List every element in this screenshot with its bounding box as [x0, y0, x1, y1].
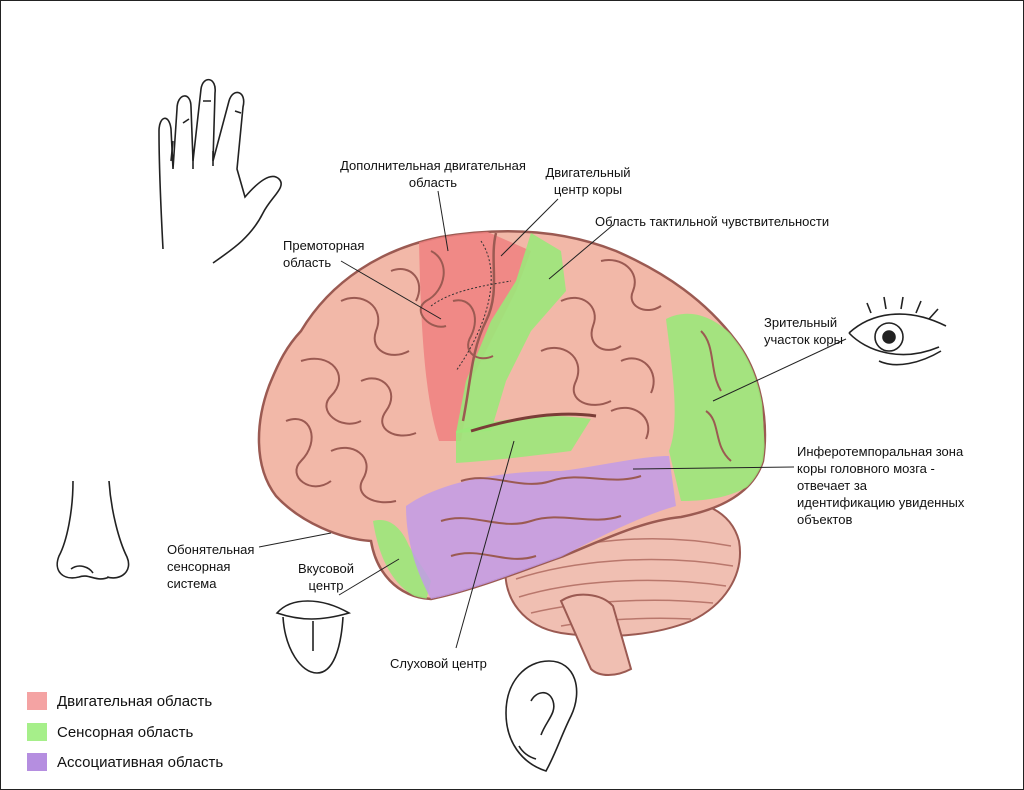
association-area: [406, 456, 676, 599]
ear-icon: [505, 660, 578, 772]
legend-swatch-sensory: [27, 723, 47, 741]
hand-icon: [158, 78, 282, 264]
somatosensory-area: [456, 233, 566, 433]
auditory-area: [456, 416, 591, 463]
cerebral-cortex: [257, 229, 767, 601]
label-taste: Вкусовой центр: [298, 561, 354, 593]
label-auditory: Слуховой центр: [390, 656, 487, 671]
nose-icon: [56, 480, 130, 580]
legend-swatch-association: [27, 753, 47, 771]
label-supplementary-motor: Дополнительная двигательная область: [340, 158, 526, 190]
taste-area: [373, 520, 431, 600]
eye-icon: [848, 296, 947, 366]
legend-label-motor: Двигательная область: [57, 692, 213, 710]
legend-swatch-motor: [27, 692, 47, 710]
brainstem: [559, 593, 633, 676]
label-olfactory: Обонятельная сенсорная система: [167, 542, 255, 591]
visual-area: [666, 313, 765, 501]
label-tactile: Область тактильной чувствительности: [595, 214, 830, 229]
mouth-icon: [275, 600, 352, 674]
legend-item-sensory: Сенсорная область: [27, 722, 193, 742]
label-motor-center: Двигательный центр коры: [545, 165, 631, 197]
legend-label-sensory: Сенсорная область: [57, 723, 194, 741]
legend-item-motor: Двигательная область: [27, 691, 212, 711]
label-premotor: Премоторная область: [283, 238, 365, 270]
legend-item-association: Ассоциативная область: [27, 752, 223, 772]
leader-lines: [258, 190, 847, 649]
legend-label-association: Ассоциативная область: [57, 753, 224, 771]
label-visual: Зрительный участок коры: [764, 315, 843, 347]
label-inferotemporal: Инферотемпоральная зона коры головного м…: [797, 444, 965, 527]
